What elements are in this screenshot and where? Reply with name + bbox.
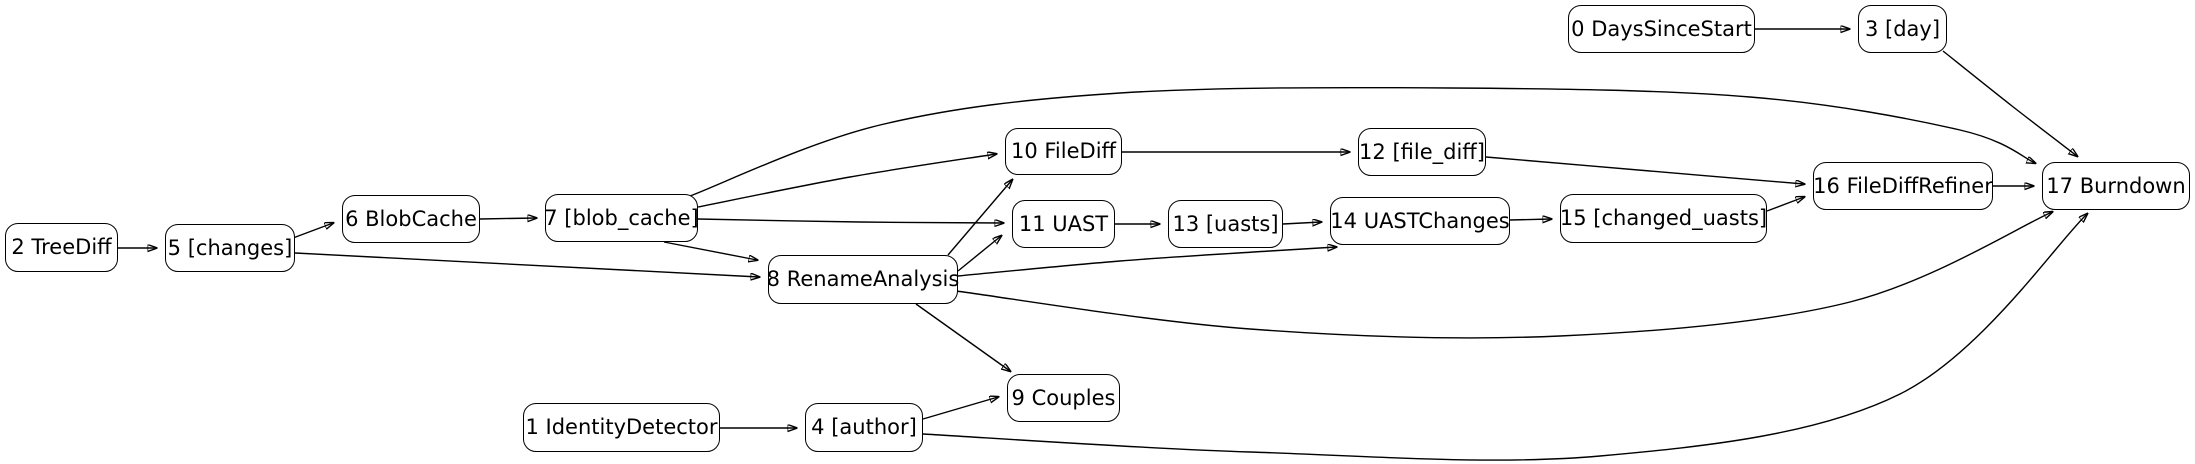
node-2: 2 TreeDiff <box>5 223 118 272</box>
edge-3-to-17 <box>1942 50 2077 156</box>
node-8: 8 RenameAnalysis <box>767 255 959 304</box>
edge-8-to-14 <box>957 247 1336 277</box>
node-14: 14 UASTChanges <box>1330 197 1510 245</box>
node-6: 6 BlobCache <box>342 195 480 243</box>
node-4: 4 [author] <box>805 403 923 452</box>
edge-8-to-11 <box>957 236 1001 272</box>
node-17: 17 Burndown <box>2042 162 2190 210</box>
edge-5-to-6 <box>292 223 333 239</box>
edge-8-to-9 <box>915 303 1010 371</box>
node-12: 12 [file_diff] <box>1358 128 1486 176</box>
edge-5-to-8 <box>294 252 759 277</box>
edge-7-to-11 <box>697 218 1003 223</box>
edge-8-to-10 <box>947 180 1012 256</box>
node-11: 11 UAST <box>1012 200 1115 248</box>
node-3: 3 [day] <box>1858 5 1947 53</box>
edge-group <box>118 29 2087 461</box>
node-13: 13 [uasts] <box>1168 200 1283 248</box>
node-16: 16 FileDiffRefiner <box>1813 162 1993 210</box>
node-5: 5 [changes] <box>165 224 295 272</box>
edge-7-to-17 <box>689 86 2035 197</box>
node-15: 15 [changed_uasts] <box>1560 194 1767 243</box>
node-1: 1 IdentityDetector <box>523 403 720 452</box>
edge-6-to-7 <box>479 218 536 219</box>
node-10: 10 FileDiff <box>1005 128 1122 175</box>
node-9: 9 Couples <box>1007 374 1120 422</box>
edge-4-to-17 <box>922 214 2087 461</box>
edge-4-to-9 <box>922 397 998 420</box>
node-0: 0 DaysSinceStart <box>1568 5 1755 53</box>
edge-13-to-14 <box>1282 222 1321 224</box>
edge-12-to-16 <box>1485 156 1804 184</box>
node-7: 7 [blob_cache] <box>544 194 699 242</box>
edge-7-to-10 <box>697 154 996 208</box>
edge-8-to-17 <box>955 212 2052 339</box>
edge-14-to-15 <box>1509 219 1551 220</box>
edge-7-to-8 <box>663 241 757 260</box>
edge-15-to-16 <box>1766 197 1804 212</box>
